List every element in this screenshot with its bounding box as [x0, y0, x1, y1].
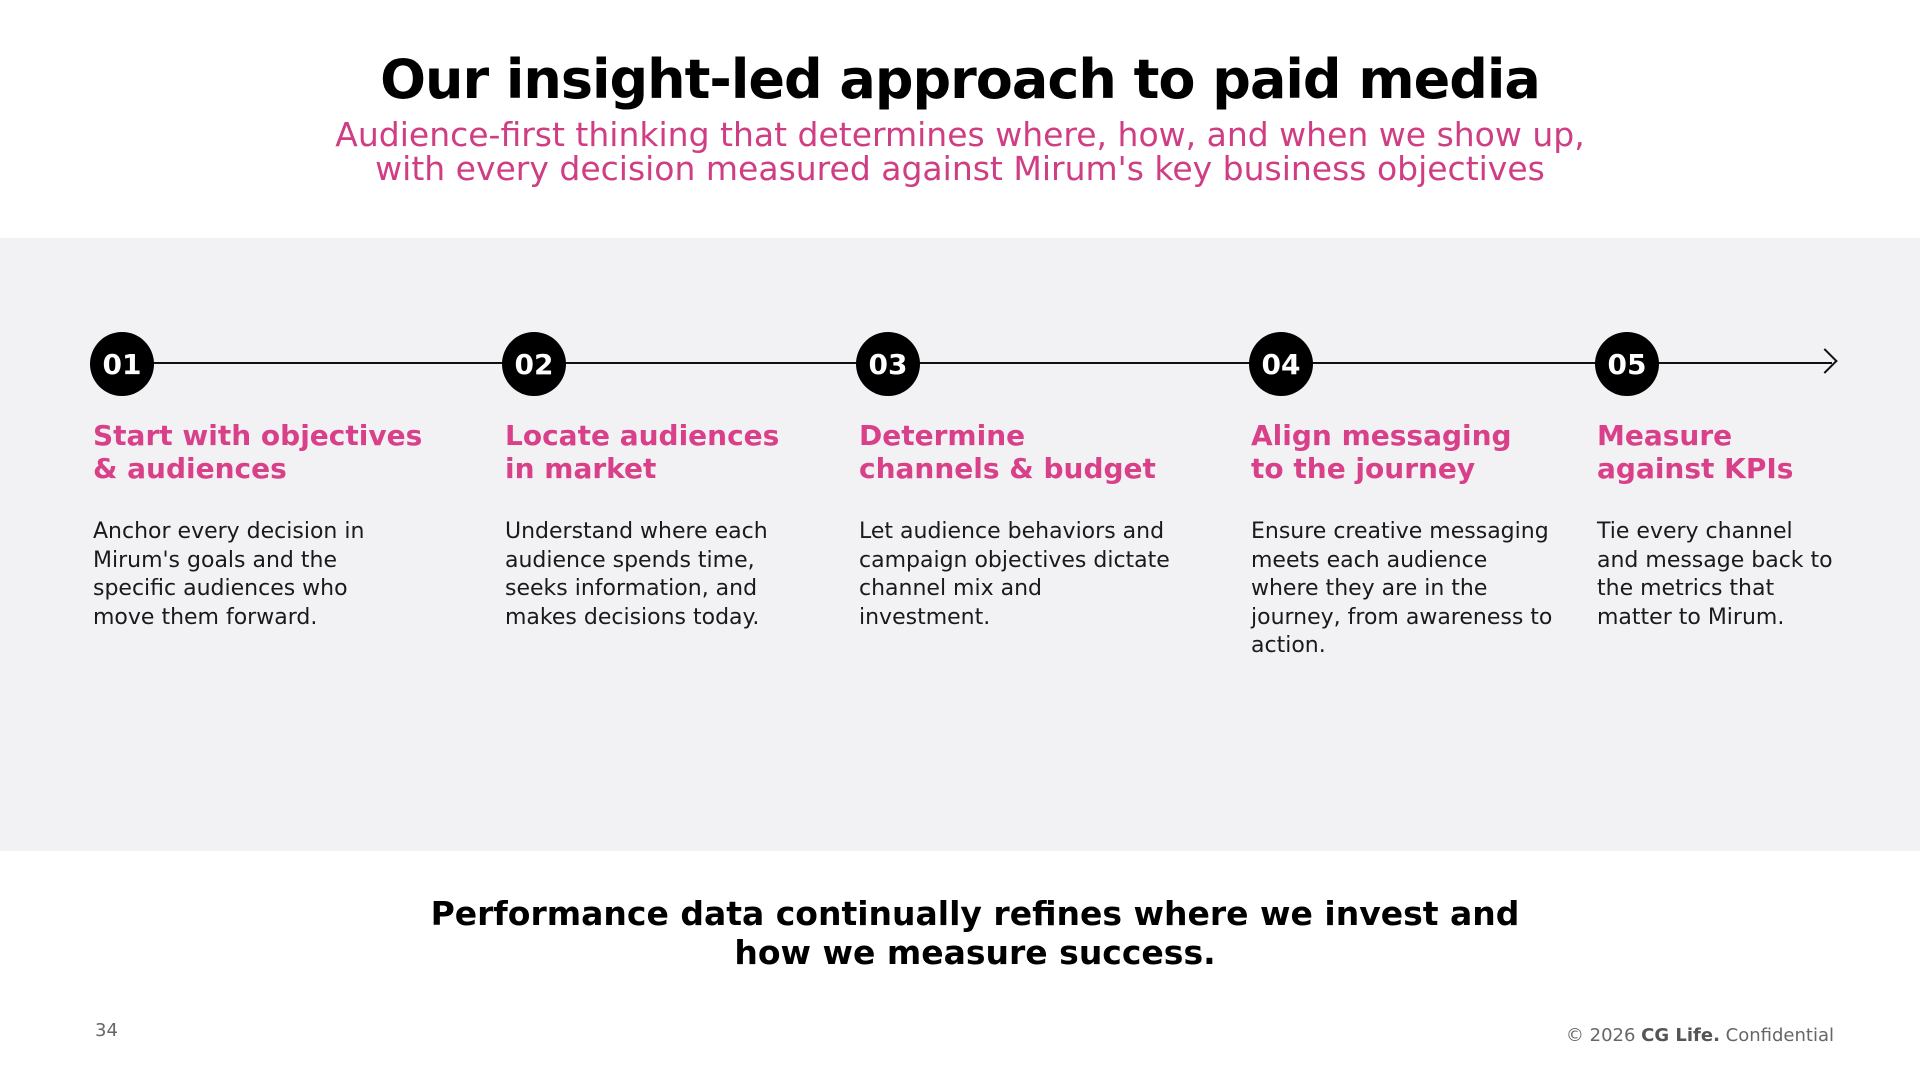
step-number-badge: 05	[1595, 332, 1659, 396]
copyright-brand: CG Life.	[1641, 1025, 1720, 1046]
step-description: Tie every channel and message back to th…	[1597, 519, 1833, 630]
step-description: Ensure creative messaging meets each aud…	[1251, 519, 1553, 658]
step-number-badge: 02	[502, 332, 566, 396]
step-description: Anchor every decision in Mirum's goals a…	[93, 519, 365, 630]
step-number-badge: 03	[856, 332, 920, 396]
step-number-badge: 04	[1249, 332, 1313, 396]
step-title: Locate audiences in market	[505, 419, 780, 485]
step-description: Understand where each audience spends ti…	[505, 519, 768, 630]
timeline: 01 Start with objectives & audiences Anc…	[0, 238, 1920, 851]
copyright-suffix: Confidential	[1725, 1025, 1834, 1046]
slide-title: Our insight-led approach to paid media	[380, 48, 1541, 111]
step-title: Determine channels & budget	[859, 419, 1156, 485]
timeline-line	[124, 362, 1832, 364]
step-title: Measure against KPIs	[1597, 419, 1794, 485]
arrow-right-icon	[1812, 348, 1838, 374]
step-title: Start with objectives & audiences	[93, 419, 423, 485]
process-band: 01 Start with objectives & audiences Anc…	[0, 238, 1920, 851]
slide-subtitle: Audience-first thinking that determines …	[335, 115, 1585, 188]
footer-statement: Performance data continually refines whe…	[430, 894, 1520, 972]
page-number: 34	[95, 1020, 118, 1041]
step-number-badge: 01	[90, 332, 154, 396]
copyright-prefix: © 2026	[1565, 1025, 1636, 1046]
step-title: Align messaging to the journey	[1251, 419, 1512, 485]
step-description: Let audience behaviors and campaign obje…	[859, 519, 1170, 630]
copyright: © 2026 CG Life. Confidential	[1566, 1025, 1834, 1046]
